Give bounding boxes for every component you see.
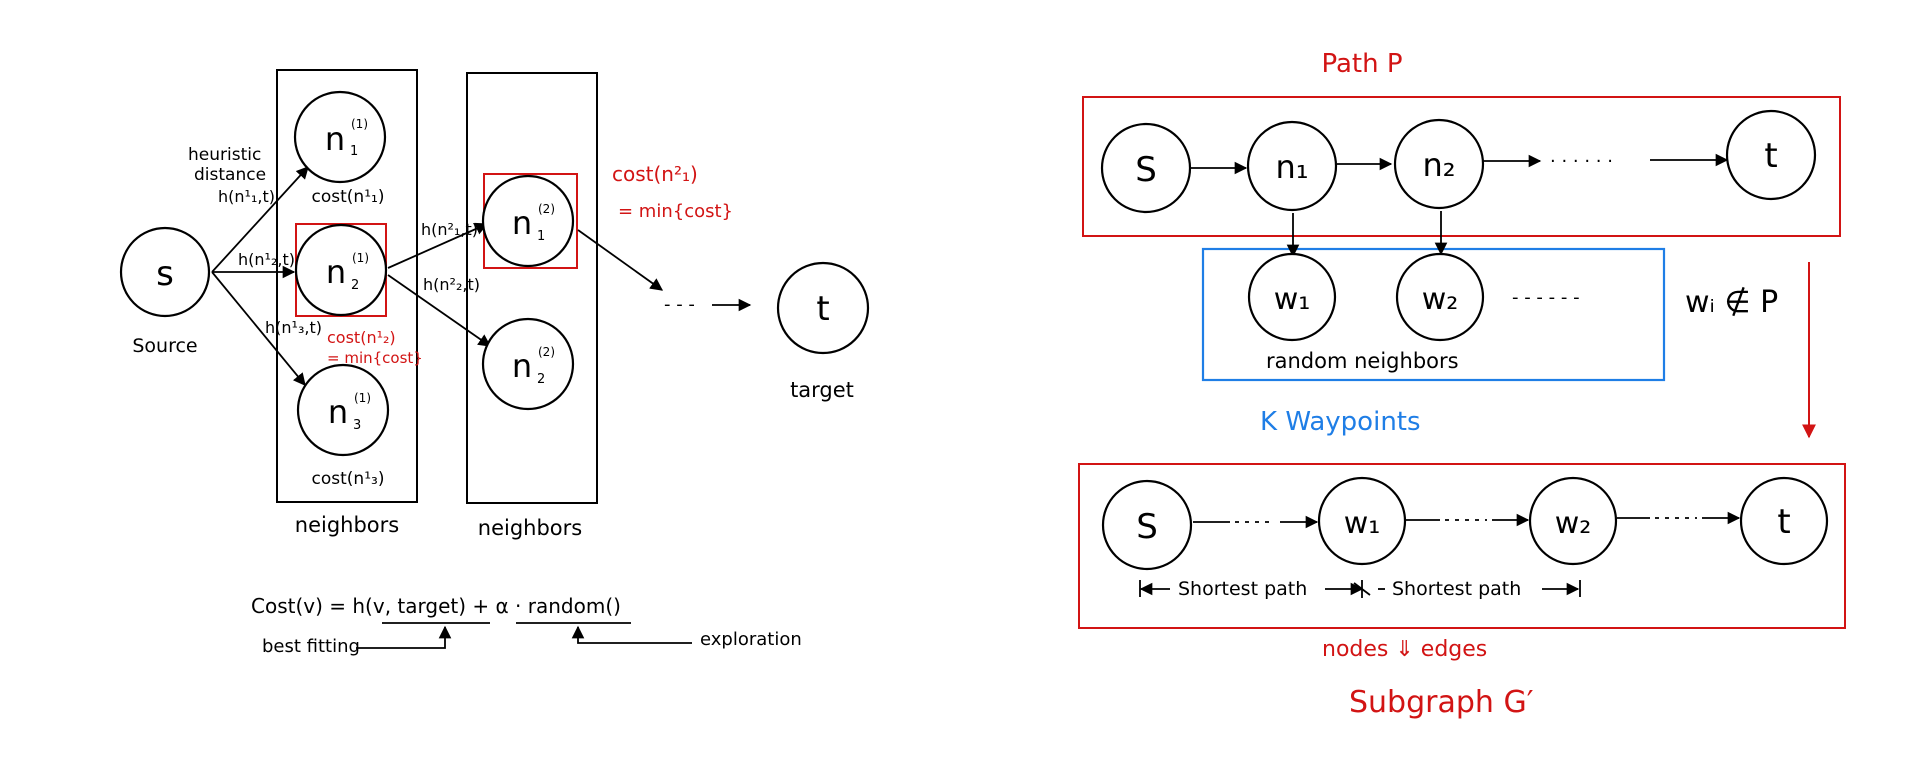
heuristic-label-line1: heuristic xyxy=(188,145,261,165)
left-search-diagram: s n (1) 1 n (1) 2 n (1) 3 n (2) 1 n (2) … xyxy=(119,69,870,657)
subgraph-node-w2 xyxy=(1528,476,1618,566)
h-n3-label: h(n¹₃,t) xyxy=(265,318,322,337)
target-node xyxy=(776,261,870,355)
subgraph-label: Subgraph G′ xyxy=(1349,685,1534,720)
n1-1-label: n (1) 1 xyxy=(325,117,368,159)
best-fitting-label: best fitting xyxy=(262,636,360,657)
edge-n21-n12 xyxy=(387,222,489,269)
svg-text:n: n xyxy=(512,204,532,242)
subgraph-node-w1 xyxy=(1317,476,1407,566)
h-n1-label: h(n¹₁,t) xyxy=(218,187,275,206)
neighbors-box-2 xyxy=(466,72,598,504)
source-node-label: s xyxy=(156,254,174,294)
svg-text:n: n xyxy=(512,347,532,385)
n2-2-label: n (2) 2 xyxy=(512,345,555,387)
wi-not-in-p-label: wᵢ ∉ P xyxy=(1685,285,1778,320)
n1-2-label: n (2) 1 xyxy=(512,202,555,244)
h-n21-label: h(n²₁,t) xyxy=(421,220,478,239)
cost-n3-label: cost(n¹₃) xyxy=(312,469,385,489)
neighbor-node-w2 xyxy=(1395,252,1485,342)
neighbors-box-1 xyxy=(276,69,418,503)
random-neighbors-box xyxy=(1201,247,1666,382)
path-node-n2 xyxy=(1393,118,1485,210)
path-dots: · · · · · · xyxy=(1550,151,1613,172)
svg-text:2: 2 xyxy=(537,372,545,387)
svg-text:(1): (1) xyxy=(351,117,368,131)
edge-s-n31 xyxy=(211,271,306,386)
shortest-path-label-1: Shortest path xyxy=(1178,578,1307,600)
svg-text:n: n xyxy=(326,253,346,291)
source-caption: Source xyxy=(132,335,197,357)
subgraph-node-t xyxy=(1739,476,1829,566)
cost-n2-min-label: = min{cost} xyxy=(327,349,423,367)
svg-text:(2): (2) xyxy=(538,345,555,359)
path-p-box xyxy=(1082,96,1841,237)
cost-n1-label: cost(n¹₁) xyxy=(312,187,385,207)
neighbor-node-w2-label: w₂ xyxy=(1422,282,1459,317)
k-waypoints-label: K Waypoints xyxy=(1260,407,1421,437)
continuation-dots: - - - xyxy=(664,294,695,315)
subgraph-node-t-label: t xyxy=(1777,502,1790,542)
path-node-t-label: t xyxy=(1764,136,1777,176)
cost-n2-red-label: cost(n¹₂) xyxy=(327,328,396,347)
neighbors-label-2: neighbors xyxy=(478,516,582,540)
subgraph-node-w1-label: w₁ xyxy=(1344,506,1381,541)
edge-s-n11 xyxy=(211,166,309,273)
subgraph-node-w2-label: w₂ xyxy=(1555,506,1592,541)
cost-n21-red-label: cost(n²₁) xyxy=(612,162,698,186)
h-n22-label: h(n²₂,t) xyxy=(423,275,480,294)
svg-text:(2): (2) xyxy=(538,202,555,216)
svg-text:n: n xyxy=(328,393,348,431)
path-node-n2-label: n₂ xyxy=(1422,146,1455,184)
neighbor-node-w1-label: w₁ xyxy=(1274,282,1311,317)
path-node-n1 xyxy=(1246,120,1338,212)
cost-n21-min-label: = min{cost} xyxy=(618,201,733,222)
svg-text:(1): (1) xyxy=(354,391,371,405)
shortest-path-label-2: Shortest path xyxy=(1392,578,1521,600)
edge-n12-continue xyxy=(577,229,664,291)
svg-text:n: n xyxy=(325,120,345,158)
path-node-s-label: S xyxy=(1135,150,1157,190)
span-mid-cross xyxy=(1353,582,1371,596)
random-neighbors-label: random neighbors xyxy=(1266,349,1459,373)
svg-text:3: 3 xyxy=(353,418,361,433)
best-fitting-arrow xyxy=(356,625,452,649)
exploration-label: exploration xyxy=(700,629,802,650)
n2-1-label: n (1) 2 xyxy=(326,251,369,293)
node-n3-1 xyxy=(296,363,390,457)
path-node-s xyxy=(1100,122,1192,214)
node-n2-2 xyxy=(481,317,575,411)
node-n2-1 xyxy=(294,223,388,317)
neighbor-node-w1 xyxy=(1247,252,1337,342)
path-node-t xyxy=(1725,109,1817,201)
subgraph-node-s xyxy=(1101,479,1193,571)
source-node xyxy=(119,226,211,318)
target-caption: target xyxy=(790,378,854,402)
svg-text:2: 2 xyxy=(351,278,359,293)
svg-text:1: 1 xyxy=(350,144,358,159)
target-node-label: t xyxy=(816,289,829,329)
path-node-n1-label: n₁ xyxy=(1275,148,1308,186)
svg-text:1: 1 xyxy=(537,229,545,244)
path-title: Path P xyxy=(1321,49,1402,79)
edge-n21-n22 xyxy=(387,274,492,347)
h-n2-label: h(n¹₂,t) xyxy=(238,250,295,269)
subgraph-node-s-label: S xyxy=(1136,507,1158,547)
right-subgraph-diagram: Path P S n₁ n₂ t · · · · · · w₁ w₂ - - -… xyxy=(1078,49,1846,720)
neighbor-dots: - - - - - - xyxy=(1512,287,1580,308)
exploration-arrow xyxy=(571,625,692,644)
neighbors-label-1: neighbors xyxy=(295,513,399,537)
n3-1-label: n (1) 3 xyxy=(328,391,371,433)
cost-formula: Cost(v) = h(v, target) + α · random() xyxy=(251,594,621,618)
subgraph-box xyxy=(1078,463,1846,629)
heuristic-label-line2: distance xyxy=(194,165,266,185)
node-n1-2 xyxy=(481,174,575,268)
svg-text:(1): (1) xyxy=(352,251,369,265)
node-n1-1 xyxy=(293,90,387,184)
nodes-edges-label: nodes ⇓ edges xyxy=(1322,637,1487,662)
